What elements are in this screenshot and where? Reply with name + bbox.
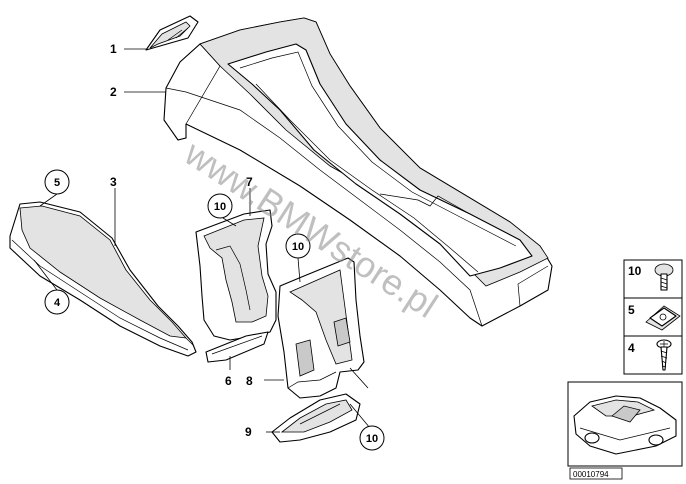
circled-label-part-4: 4 [44, 289, 70, 315]
label-part-2: 2 [110, 85, 117, 99]
fastener-legend: 10 5 4 [623, 259, 683, 375]
label-part-8: 8 [246, 374, 253, 388]
part-6-base-plate[interactable] [205, 331, 269, 363]
label-part-1: 1 [110, 42, 117, 56]
svg-text:10: 10 [214, 201, 226, 213]
screw-icon [654, 263, 674, 291]
car-icon [573, 395, 677, 455]
svg-text:5: 5 [54, 177, 60, 189]
svg-text:4: 4 [628, 341, 635, 355]
self-tapping-screw-icon [656, 339, 672, 371]
part-3-side-panel[interactable] [9, 201, 197, 357]
svg-text:5: 5 [628, 303, 635, 317]
leader-lines [33, 48, 371, 433]
clip-nut-icon [645, 305, 681, 331]
part-8-trim-panel[interactable] [277, 257, 365, 399]
circled-label-part-10-c: 10 [359, 425, 385, 451]
svg-text:4: 4 [54, 297, 61, 309]
label-part-9: 9 [245, 425, 252, 439]
legend-item-4: 4 [628, 339, 672, 371]
circled-label-part-10-b: 10 [285, 233, 311, 259]
svg-text:10: 10 [292, 241, 304, 253]
part-7-bracket-frame[interactable] [195, 209, 277, 341]
circled-label-part-5: 5 [44, 169, 70, 195]
part-2-centre-console[interactable] [163, 17, 553, 327]
part-9-floor-bracket[interactable] [271, 393, 361, 443]
circled-label-part-10-a: 10 [207, 193, 233, 219]
svg-text:10: 10 [366, 433, 378, 445]
part-labels: 1 2 3 7 6 8 9 [110, 42, 253, 439]
svg-text:10: 10 [628, 264, 642, 278]
part-1-bracket[interactable] [145, 15, 199, 51]
label-part-7: 7 [246, 175, 253, 189]
vehicle-thumbnail [567, 381, 683, 467]
label-part-6: 6 [225, 374, 232, 388]
circled-labels: 5 4 10 10 10 [44, 169, 385, 451]
catalog-code: 00010794 [573, 470, 609, 479]
legend-item-5: 5 [628, 303, 681, 331]
catalog-code-box: 00010794 [569, 467, 623, 480]
label-part-3: 3 [110, 175, 117, 189]
legend-item-10: 10 [628, 263, 674, 291]
